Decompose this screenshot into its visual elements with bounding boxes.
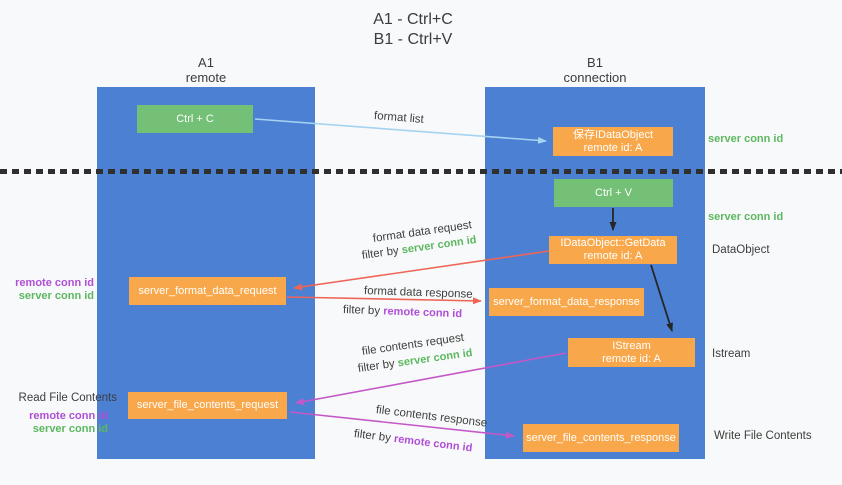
save-dataobject-node: 保存IDataObject remote id: A [553, 127, 673, 156]
server-file-contents-response-label: server_file_contents_response [526, 431, 676, 444]
annotation-server-conn-id-format: server conn id [18, 290, 94, 302]
ctrl-c-node: Ctrl + C [137, 105, 253, 133]
lifeline-header-a1: A1 remote [97, 55, 315, 85]
server-format-data-response-node: server_format_data_response [489, 288, 644, 316]
istream-title: IStream [612, 339, 651, 352]
annotation-server-conn-id-mid: server conn id [708, 211, 784, 223]
lifeline-a1-name: A1 [198, 55, 214, 70]
server-format-data-response-label: server_format_data_response [493, 295, 640, 308]
format-data-response-flow-label: format data response [363, 285, 473, 301]
istream-subtitle: remote id: A [602, 352, 661, 365]
file-contents-response-flow-label: file contents response [375, 404, 488, 430]
title-line-1: A1 - Ctrl+C [373, 11, 453, 28]
filter-remote-conn-id-value: remote conn id [393, 432, 473, 455]
phase-divider-dotted-line [0, 169, 842, 174]
lifeline-header-b1: B1 connection [485, 55, 705, 85]
ctrl-v-label: Ctrl + V [595, 186, 632, 199]
annotation-write-file-contents: Write File Contents [714, 430, 812, 442]
ctrl-v-node: Ctrl + V [554, 179, 673, 207]
filter-by-prefix: filter by [342, 304, 381, 318]
server-format-data-request-label: server_format_data_request [138, 284, 277, 297]
save-dataobject-subtitle: remote id: A [583, 141, 643, 154]
annotation-server-conn-id-file: server conn id [32, 423, 108, 435]
getdata-node: IDataObject::GetData remote id: A [549, 236, 677, 264]
annotation-istream: Istream [712, 348, 751, 360]
format-conn-id-annotations: remote conn id server conn id [0, 277, 94, 303]
getdata-subtitle: remote id: A [583, 250, 643, 262]
annotation-dataobject: DataObject [712, 244, 770, 256]
save-dataobject-title: 保存IDataObject [572, 128, 654, 141]
format-data-response-filter-label: filter by remote conn id [343, 304, 462, 320]
getdata-title: IDataObject::GetData [560, 237, 666, 249]
istream-node: IStream remote id: A [568, 338, 695, 367]
annotation-read-file-contents: Read File Contents [18, 392, 117, 404]
server-file-contents-response-node: server_file_contents_response [523, 424, 679, 452]
annotation-remote-conn-id-file: remote conn id [29, 410, 108, 422]
annotation-remote-conn-id-format: remote conn id [15, 277, 94, 289]
filter-by-prefix: filter by [353, 428, 392, 445]
server-format-data-request-node: server_format_data_request [129, 277, 286, 305]
filter-by-prefix: filter by [361, 244, 400, 262]
title-line-2: B1 - Ctrl+V [373, 31, 453, 48]
filter-by-prefix: filter by [357, 357, 396, 375]
file-contents-response-filter-label: filter by remote conn id [353, 428, 473, 454]
diagram-title: A1 - Ctrl+C B1 - Ctrl+V [0, 10, 826, 50]
lifeline-a1-role: remote [185, 70, 227, 85]
lifeline-b1-role: connection [563, 70, 627, 85]
format-list-flow-label: format list [373, 110, 425, 126]
file-conn-id-annotations: remote conn id server conn id [0, 410, 108, 436]
server-file-contents-request-label: server_file_contents_request [136, 399, 279, 411]
filter-remote-conn-id-value: remote conn id [383, 305, 463, 321]
lifeline-b1-name: B1 [587, 55, 603, 70]
ctrl-c-label: Ctrl + C [176, 112, 214, 125]
server-file-contents-request-node: server_file_contents_request [128, 392, 287, 419]
annotation-server-conn-id-top: server conn id [708, 133, 784, 145]
